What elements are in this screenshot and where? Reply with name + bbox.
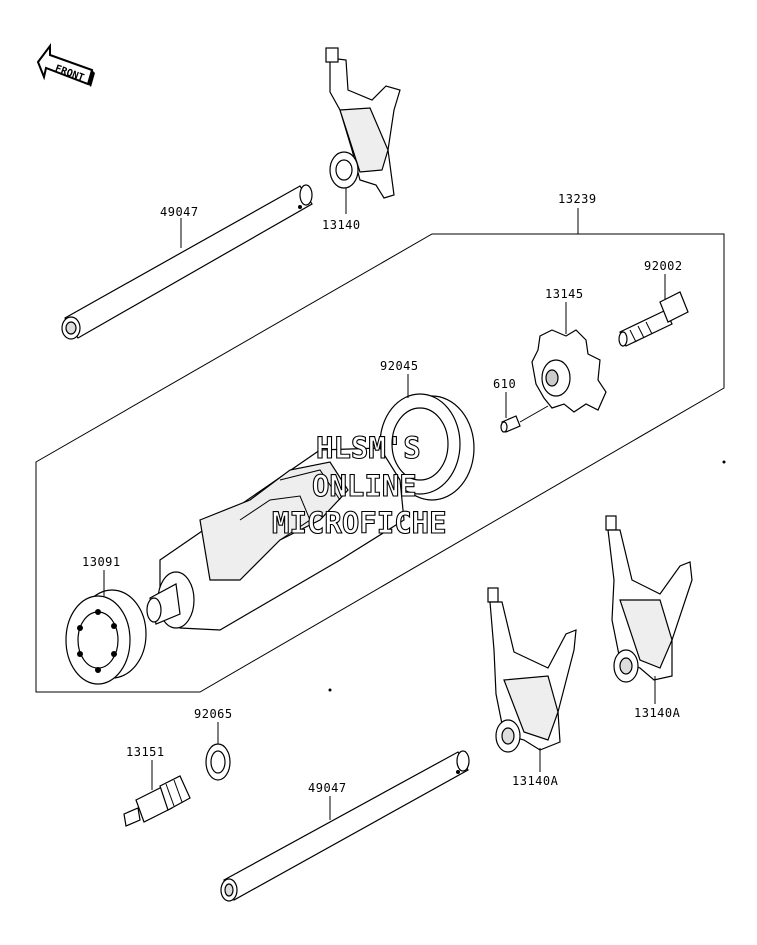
star-cam	[531, 329, 607, 413]
part-number-shaft-top: 49047	[160, 205, 199, 219]
washer	[205, 743, 231, 781]
part-number-bearing-right: 92045	[380, 359, 419, 373]
leader-lines	[103, 188, 666, 820]
part-number-fork-mid: 13140A	[512, 774, 559, 788]
watermark-line-3: MICROFICHE	[272, 506, 447, 540]
bearing-left	[65, 589, 147, 685]
fork-mid	[487, 587, 577, 753]
part-number-bolt: 92002	[644, 259, 683, 273]
bearing-right	[379, 393, 475, 501]
neutral-switch	[123, 775, 191, 827]
watermark-line-1: HLSM'S	[316, 431, 421, 465]
watermark-line-2: ONLINE	[312, 469, 417, 503]
shift-drum	[146, 447, 405, 631]
part-number-pin: 610	[493, 377, 516, 391]
fork-top	[325, 47, 401, 199]
part-number-fork-right: 13140A	[634, 706, 681, 720]
fork-right	[605, 515, 693, 683]
shaft-bottom	[220, 750, 470, 902]
bolt	[618, 291, 689, 347]
part-number-switch: 13151	[126, 745, 165, 759]
part-number-star: 13145	[545, 287, 584, 301]
shaft-top	[61, 184, 313, 340]
part-number-assembly: 13239	[558, 192, 597, 206]
front-arrow-icon: FRONT	[36, 43, 95, 87]
part-number-shaft-bottom: 49047	[308, 781, 347, 795]
part-number-washer: 92065	[194, 707, 233, 721]
pin	[500, 405, 549, 433]
part-number-fork-top: 13140	[322, 218, 361, 232]
assembly-outline	[35, 233, 725, 693]
part-number-bearing-left: 13091	[82, 555, 121, 569]
